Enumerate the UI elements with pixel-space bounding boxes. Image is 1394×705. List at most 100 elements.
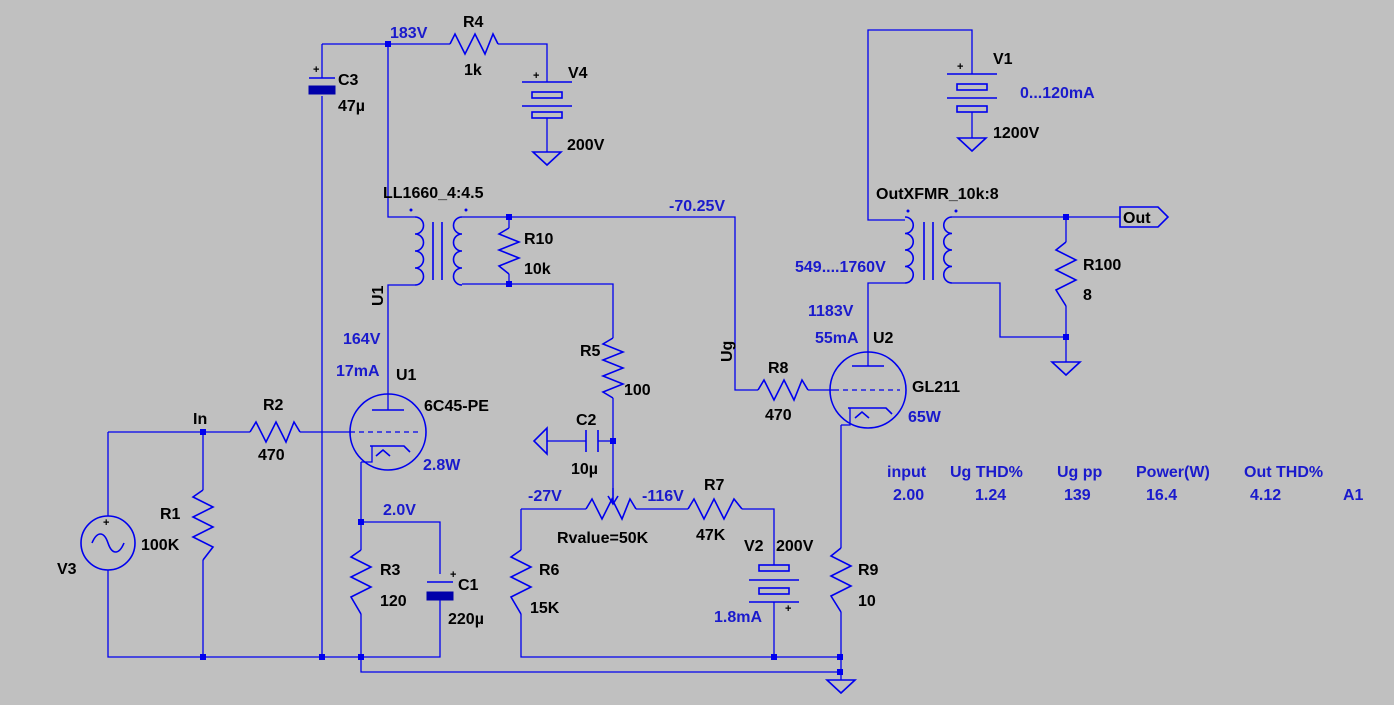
r3-value: 120 xyxy=(380,593,407,610)
v2-value: 200V xyxy=(776,538,814,555)
ground-symbol xyxy=(1049,361,1083,377)
capacitor-c3[interactable]: + xyxy=(308,64,336,95)
r8-name: R8 xyxy=(768,360,789,377)
resistor-r10[interactable] xyxy=(496,227,522,275)
results-value: 139 xyxy=(1064,487,1091,504)
net-label-ug: Ug xyxy=(719,341,736,362)
v1-name: V1 xyxy=(993,51,1013,68)
driver-transformer[interactable] xyxy=(409,208,468,286)
node-voltage-pot-high: -116V xyxy=(642,488,684,505)
ground-symbol xyxy=(824,679,858,695)
resistor-r8[interactable] xyxy=(757,378,809,402)
r1-name: R1 xyxy=(160,506,181,523)
u1-type: 6C45-PE xyxy=(424,398,489,415)
current-u1: 17mA xyxy=(336,363,380,380)
output-transformer-label: OutXFMR_10k:8 xyxy=(876,186,999,203)
resistor-r5[interactable] xyxy=(600,337,626,399)
r4-name: R4 xyxy=(463,14,484,31)
results-header: Power(W) xyxy=(1136,464,1210,481)
node-voltage-pot-low: -27V xyxy=(528,488,562,505)
v3-name: V3 xyxy=(57,561,77,578)
r3-name: R3 xyxy=(380,562,401,579)
resistor-r6[interactable] xyxy=(509,549,533,615)
node-voltage-grid-bias: -70.25V xyxy=(669,198,725,215)
ac-source-v3[interactable]: + xyxy=(80,515,136,571)
resistor-r3[interactable] xyxy=(349,549,373,615)
potentiometer-label: Rvalue=50K xyxy=(557,530,649,547)
results-header: Ug THD% xyxy=(950,464,1023,481)
r100-value: 8 xyxy=(1083,287,1092,304)
r9-name: R9 xyxy=(858,562,879,579)
svg-text:+: + xyxy=(103,517,109,529)
v1-value: 1200V xyxy=(993,125,1040,142)
c2-name: C2 xyxy=(576,412,597,429)
c1-value: 220µ xyxy=(448,611,484,628)
capacitor-c1[interactable]: + xyxy=(426,569,456,640)
ground-symbol xyxy=(955,137,989,153)
output-transformer[interactable] xyxy=(904,209,958,284)
ground-symbol xyxy=(530,151,564,167)
results-header: Ug pp xyxy=(1057,464,1103,481)
c2-value: 10µ xyxy=(571,461,598,478)
battery-v4[interactable]: + xyxy=(522,70,572,119)
results-table: input Ug THD% Ug pp Power(W) Out THD% 2.… xyxy=(887,464,1364,504)
output-port[interactable] xyxy=(1119,206,1170,228)
u1-name: U1 xyxy=(396,367,417,384)
battery-v1[interactable]: + xyxy=(947,50,997,118)
results-value: A1 xyxy=(1343,487,1364,504)
r6-name: R6 xyxy=(539,562,560,579)
c3-name: C3 xyxy=(338,72,359,89)
r6-value: 15K xyxy=(530,600,560,617)
results-value: 1.24 xyxy=(975,487,1006,504)
node-voltage-u2-plate: 1183V xyxy=(808,303,854,320)
resistor-r4[interactable] xyxy=(449,32,499,56)
node-voltage-plate-sweep: 549....1760V xyxy=(795,259,886,276)
r1-value: 100K xyxy=(141,537,180,554)
resistor-r9[interactable] xyxy=(829,547,853,613)
battery-v2[interactable]: + xyxy=(749,564,799,615)
driver-transformer-label: LL1660_4:4.5 xyxy=(383,185,484,202)
r5-value: 100 xyxy=(624,382,651,399)
r9-value: 10 xyxy=(858,593,876,610)
svg-text:+: + xyxy=(450,569,456,581)
r2-name: R2 xyxy=(263,397,284,414)
v1-sweep-range: 0...120mA xyxy=(1020,85,1095,102)
v4-name: V4 xyxy=(568,65,588,82)
resistor-r1[interactable] xyxy=(191,489,215,561)
v2-name: V2 xyxy=(744,538,764,555)
svg-text:+: + xyxy=(313,64,319,76)
junctions xyxy=(200,41,1069,675)
svg-text:+: + xyxy=(785,603,791,615)
svg-text:+: + xyxy=(957,61,963,73)
r7-value: 47K xyxy=(696,527,726,544)
resistor-r7[interactable] xyxy=(687,497,743,521)
tube-u2[interactable] xyxy=(829,337,907,429)
tube-u1[interactable] xyxy=(349,372,427,471)
u2-name: U2 xyxy=(873,330,894,347)
c3-value: 47µ xyxy=(338,98,365,115)
results-header: input xyxy=(887,464,927,481)
net-label-u1: U1 xyxy=(370,285,387,306)
ground-symbol xyxy=(532,426,548,456)
node-voltage-u1-plate: 164V xyxy=(343,331,381,348)
current-v2: 1.8mA xyxy=(714,609,762,626)
current-u2: 55mA xyxy=(815,330,859,347)
r10-value: 10k xyxy=(524,261,551,278)
potentiometer-rvalue[interactable] xyxy=(585,488,637,521)
resistor-r2[interactable] xyxy=(249,420,301,444)
net-label-in: In xyxy=(193,411,207,428)
svg-text:+: + xyxy=(533,70,539,82)
results-value: 4.12 xyxy=(1250,487,1281,504)
wires xyxy=(107,29,1120,680)
r100-name: R100 xyxy=(1083,257,1121,274)
results-value: 2.00 xyxy=(893,487,924,504)
r8-value: 470 xyxy=(765,407,792,424)
capacitor-c2[interactable] xyxy=(585,430,599,452)
u2-type: GL211 xyxy=(912,379,960,396)
r4-value: 1k xyxy=(464,62,482,79)
r7-name: R7 xyxy=(704,477,725,494)
v4-value: 200V xyxy=(567,137,605,154)
resistor-r100[interactable] xyxy=(1054,241,1078,307)
node-voltage-183v: 183V xyxy=(390,25,428,42)
